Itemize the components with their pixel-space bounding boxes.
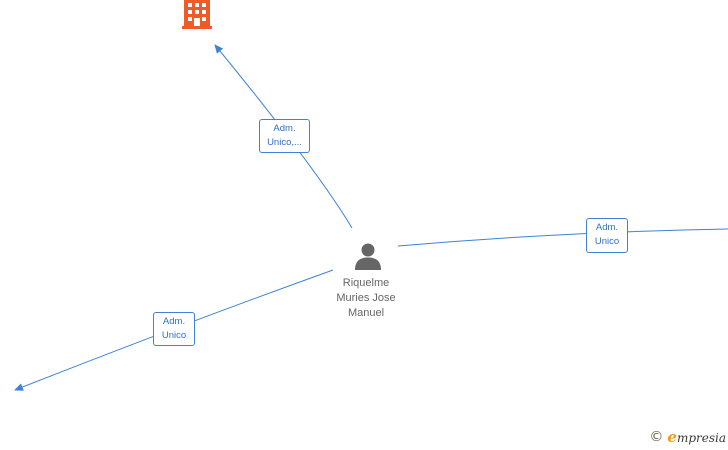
person-name-line-2: Muries Jose — [336, 292, 396, 304]
edge-label-right[interactable]: Adm. Unico — [586, 218, 628, 253]
edge-label-left-line-2: Unico — [161, 330, 187, 341]
person-icon[interactable] — [355, 243, 381, 271]
edge-label-top-line-1: Adm. — [273, 123, 296, 134]
brand-logo: empresia — [667, 428, 726, 446]
edge-label-left[interactable]: Adm. Unico — [153, 312, 195, 346]
brand-initial: e — [667, 428, 677, 446]
edge-label-top-line-2: Unico,... — [267, 137, 302, 148]
edge-line-right[interactable] — [397, 228, 728, 247]
edge-label-right-line-2: Unico — [594, 236, 620, 247]
copyright-icon: © — [649, 429, 664, 445]
building-icon[interactable] — [182, 0, 212, 29]
edge-label-right-line-1: Adm. — [595, 222, 619, 233]
brand-rest: mpresia — [676, 431, 726, 445]
person-name-line-1: Riquelme — [342, 277, 390, 289]
edge-label-top[interactable]: Adm. Unico,... — [259, 119, 310, 153]
empresia-watermark: © empresia — [649, 428, 726, 446]
edge-label-left-line-1: Adm. — [162, 316, 186, 327]
person-name-line-3: Manuel — [347, 307, 385, 319]
person-name-label[interactable]: Riquelme Muries Jose Manuel — [316, 276, 416, 321]
